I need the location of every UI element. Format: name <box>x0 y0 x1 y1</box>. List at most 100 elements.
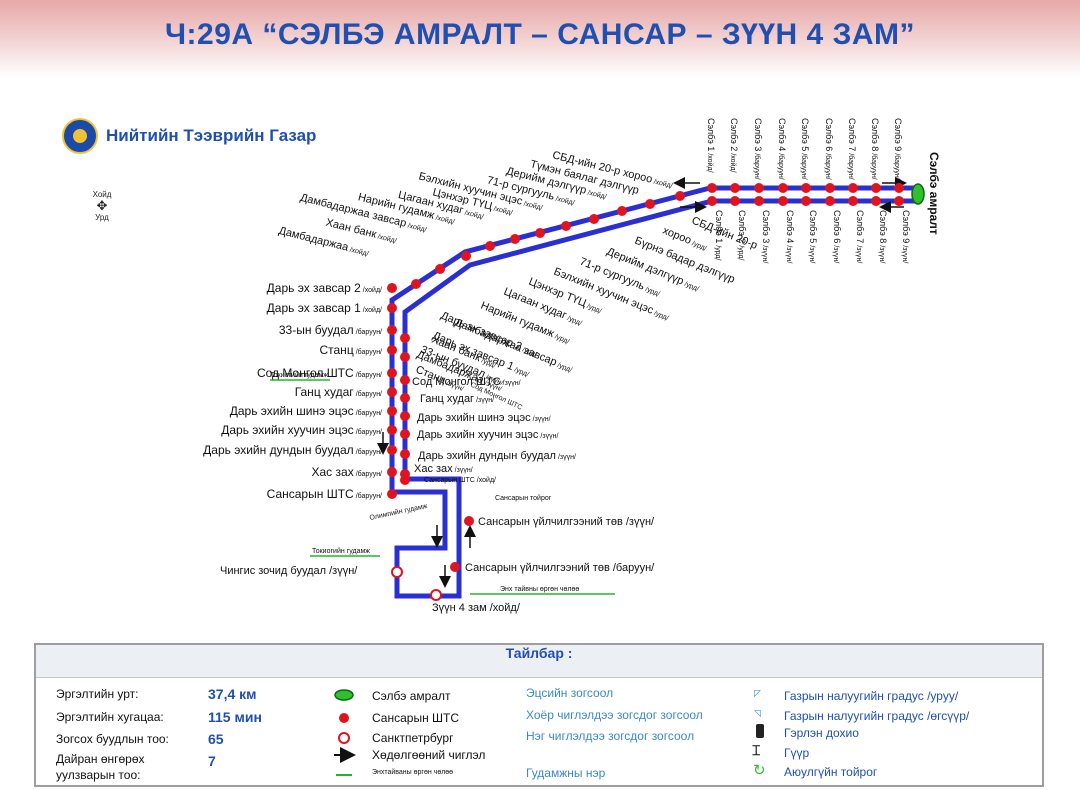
stop-label: Сэлбэ 8/баруун/ <box>870 118 880 180</box>
stop-marker <box>387 406 397 416</box>
stop-label: Сэлбэ 5/зүүн/ <box>808 210 818 263</box>
stop-marker <box>400 475 410 485</box>
stat-value: 65 <box>208 731 224 747</box>
legend-symbol-label: Санктпетрбург <box>372 731 454 745</box>
stop-label: Дарь эхийн дундын буудал/зүүн/ <box>418 450 576 462</box>
stop-label: Сэлбэ 9/баруун/ <box>893 118 903 180</box>
stop-label: Сэлбэ 3/зүүн/ <box>761 210 771 263</box>
street-tokyo-2: Токиогийн гудамж <box>312 547 370 555</box>
legend-symbol-label: Сэлбэ амралт <box>372 689 451 703</box>
stop-label: Хас зах/баруун/ <box>312 465 383 479</box>
stop-label: Сэлбэ 9/зүүн/ <box>901 210 911 263</box>
stop-marker <box>387 387 397 397</box>
stat-label: Эргэлтийн хугацаа: <box>56 710 164 724</box>
stat-label: Дайран өнгөрөх <box>56 752 145 766</box>
stop-marker <box>754 196 764 206</box>
stop-label: Сэлбэ 5/баруун/ <box>800 118 810 180</box>
stop-label: Сэлбэ 1/хойд/ <box>706 118 716 173</box>
stop-marker <box>387 283 397 293</box>
stop-marker <box>617 206 627 216</box>
compass-arrows-icon: ✥ <box>96 198 108 213</box>
legend-extra: Газрын налуугийн градус /уруу/ <box>784 689 959 703</box>
stop-marker <box>485 241 495 251</box>
roundabout-icon: ↻ <box>753 762 766 779</box>
stop-label: Сэлбэ 4/зүүн/ <box>785 210 795 263</box>
page-title: Ч:29А “СЭЛБЭ АМРАЛТ – САНСАР – ЗҮҮН 4 ЗА… <box>164 18 916 51</box>
stop-label: Чингис зочид буудал /зүүн/ <box>220 565 358 577</box>
stop-marker <box>730 196 740 206</box>
stat-label: Зогсох буудлын тоо: <box>56 732 169 746</box>
stop-label: Сэлбэ 6/зүүн/ <box>832 210 842 263</box>
stop-label: 33-ын буудал/баруун/ <box>279 323 382 337</box>
stop-marker <box>400 393 410 403</box>
title-banner <box>0 0 1080 78</box>
stop-marker <box>387 425 397 435</box>
stop-label: Ганц худаг/баруун/ <box>295 385 382 399</box>
compass-north-label: Хойд <box>92 190 112 199</box>
stop-marker <box>707 183 717 193</box>
stop-marker <box>589 214 599 224</box>
stop-marker <box>825 196 835 206</box>
stop-marker <box>400 449 410 459</box>
stops-layer: Сэлбэ 1/хойд/Сэлбэ 2/хойд/Сэлбэ 3/баруун… <box>203 118 911 501</box>
stop-marker <box>400 429 410 439</box>
stop-label: Станц/баруун/ <box>319 343 382 357</box>
bridge-icon: ⌶ <box>752 742 761 758</box>
stop-marker <box>387 345 397 355</box>
legend-extra: Гүүр <box>784 746 810 760</box>
stop-label: Дарь эхийн дундын буудал/баруун/ <box>203 443 382 457</box>
stat-label: Эргэлтийн урт: <box>56 687 139 701</box>
direction-arrows <box>377 177 907 588</box>
stop-label: Сэлбэ 1/урд/ <box>714 210 724 260</box>
stop-marker <box>801 183 811 193</box>
terminal-marker <box>911 183 925 205</box>
terminal-label: Сэлбэ амралт <box>927 152 941 235</box>
stop-marker <box>871 196 881 206</box>
slope-up-icon: ◹ <box>754 708 761 718</box>
slope-down-icon: ◸ <box>754 688 761 698</box>
one-way-stop-icon <box>338 732 350 744</box>
stop-marker-open <box>430 589 442 601</box>
stop-label: Дарь эхийн шинэ эцэс/баруун/ <box>230 404 382 418</box>
stop-marker <box>848 183 858 193</box>
street-peace: Энх тайвны өргөн чөлөө <box>500 585 579 593</box>
compass-south-label: Урд <box>95 213 109 222</box>
stop-marker <box>535 228 545 238</box>
stop-marker <box>400 333 410 343</box>
stop-label: Дарь эхийн хуучин эцэс/зүүн/ <box>417 429 558 441</box>
stop-label: Дарь эхийн шинэ эцэс/зүүн/ <box>417 412 551 424</box>
street-circle: Сансарын тойрог <box>495 494 552 502</box>
stop-marker <box>450 562 460 572</box>
stop-label: Сэлбэ 3/баруун/ <box>753 118 763 180</box>
legend-extra: Аюулгүйн тойрог <box>784 765 878 779</box>
stop-marker <box>778 183 788 193</box>
stop-label: Сэлбэ 4/баруун/ <box>777 118 787 180</box>
stop-marker <box>435 264 445 274</box>
stop-marker <box>400 411 410 421</box>
stop-marker <box>461 251 471 261</box>
legend-heading: Тайлбар : <box>36 645 1042 678</box>
stop-label: Хас зах/зүүн/ <box>414 463 473 475</box>
stop-marker <box>464 516 474 526</box>
stop-marker <box>894 183 904 193</box>
street-tokyo-1: Токиогийн гудамж <box>270 371 328 379</box>
stop-label: Сэлбэ 7/зүүн/ <box>855 210 865 263</box>
legend-symbol-label: Энхтайваны өргөн чөлөө <box>372 769 454 776</box>
stop-marker <box>387 368 397 378</box>
stop-label: Дарь эхийн хуучин эцэс/баруун/ <box>221 423 382 437</box>
stop-label: Сэлбэ 2/хойд/ <box>729 118 739 173</box>
stop-marker <box>730 183 740 193</box>
route-map: Сэлбэ амралт Токиогийн гудамж Сансарын т… <box>203 118 941 614</box>
stat-value: 37,4 км <box>208 686 257 702</box>
legend-symbol-label: Сансарын ШТС <box>372 711 460 725</box>
legend-stop-type: Эцсийн зогсоол <box>526 686 614 700</box>
legend-extra: Гэрлэн дохио <box>784 726 859 740</box>
route-line-loop <box>394 520 462 599</box>
stop-marker <box>400 375 410 385</box>
stop-label: Сод Монгол ШТС/зүүн/ <box>412 376 521 388</box>
stop-marker <box>825 183 835 193</box>
stop-marker <box>675 191 685 201</box>
stop-marker <box>411 279 421 289</box>
stop-label: Сансарын үйлчилгээний төв /зүүн/ <box>478 516 655 528</box>
legend-street-name: Гудамжны нэр <box>526 766 606 780</box>
